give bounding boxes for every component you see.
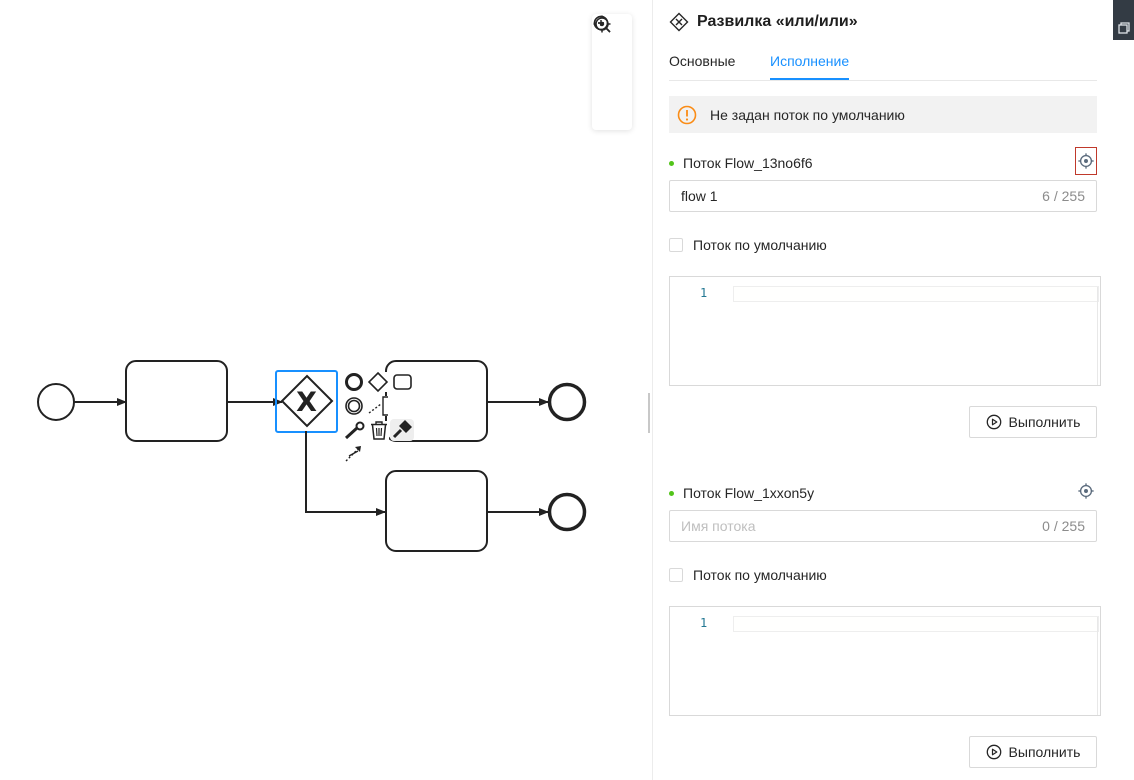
task-icon[interactable]: [393, 373, 413, 391]
tab-main[interactable]: Основные: [669, 53, 736, 69]
condition-code-editor[interactable]: 1: [669, 276, 1101, 386]
default-flow-label: Поток по умолчанию: [693, 567, 827, 583]
warning-icon: [677, 105, 697, 125]
locate-flow-button[interactable]: [1075, 477, 1097, 505]
flow-title: Поток Flow_1xxon5y: [683, 485, 815, 501]
editor-scrollbar[interactable]: [1097, 287, 1098, 385]
default-flow-checkbox-row[interactable]: Поток по умолчанию: [669, 235, 827, 255]
trash-icon[interactable]: [369, 421, 389, 441]
bpmn-diagram[interactable]: X: [0, 0, 652, 780]
crosshair-icon: [593, 15, 611, 33]
run-button-label: Выполнить: [1008, 744, 1081, 760]
flow-title: Поток Flow_13no6f6: [683, 155, 813, 171]
warning-text: Не задан поток по умолчанию: [710, 106, 905, 123]
default-flow-checkbox[interactable]: [669, 568, 683, 582]
editor-current-line[interactable]: [733, 616, 1099, 632]
start-event-icon[interactable]: [344, 372, 364, 392]
end-event[interactable]: [547, 382, 587, 422]
exclusive-gateway-icon: [669, 12, 689, 32]
gateway-marker: X: [296, 387, 317, 418]
editor-current-line[interactable]: [733, 286, 1099, 302]
start-event[interactable]: [37, 383, 75, 421]
run-button[interactable]: Выполнить: [969, 736, 1097, 768]
flow-header: Поток Flow_13no6f6: [669, 147, 1097, 175]
end-event[interactable]: [547, 492, 587, 532]
zoom-out-button[interactable]: [593, 15, 628, 88]
status-dot: [669, 160, 674, 166]
char-counter: 0 / 255: [1042, 518, 1085, 534]
tab-execution[interactable]: Исполнение: [770, 53, 850, 80]
exclusive-gateway[interactable]: [280, 374, 334, 428]
context-pad[interactable]: [343, 371, 414, 464]
zoom-controls: [592, 14, 632, 130]
connect-icon[interactable]: [343, 444, 365, 464]
flow-name-input[interactable]: [670, 511, 1032, 541]
default-flow-warning: Не задан поток по умолчанию: [669, 96, 1097, 133]
properties-panel: Развилка «или/или» Основные Исполнение Н…: [669, 0, 1101, 780]
panel-divider: [652, 0, 653, 780]
panel-title: Развилка «или/или»: [697, 13, 858, 30]
locate-flow-button[interactable]: [1075, 147, 1097, 175]
panel-resize-handle[interactable]: [648, 393, 650, 433]
panel-header: Развилка «или/или»: [669, 12, 858, 32]
sequence-flow-down[interactable]: [305, 431, 386, 516]
char-counter: 6 / 255: [1042, 188, 1085, 204]
panel-toggle-button[interactable]: [1113, 0, 1134, 40]
window-restore-icon: [1117, 22, 1130, 34]
panel-tabs: Основные Исполнение: [669, 50, 1097, 81]
line-number: 1: [700, 616, 708, 630]
run-button[interactable]: Выполнить: [969, 406, 1097, 438]
flow-header: Поток Flow_1xxon5y: [669, 483, 1097, 503]
condition-code-editor[interactable]: 1: [669, 606, 1101, 716]
editor-scrollbar[interactable]: [1097, 617, 1098, 715]
play-circle-icon: [986, 414, 1001, 430]
play-circle-icon: [986, 744, 1001, 760]
flow-name-field[interactable]: 6 / 255: [669, 180, 1097, 212]
gateway-icon[interactable]: [367, 371, 389, 393]
crosshair-icon: [1078, 483, 1094, 499]
run-button-label: Выполнить: [1008, 414, 1081, 430]
default-flow-checkbox[interactable]: [669, 238, 683, 252]
default-flow-label: Поток по умолчанию: [693, 237, 827, 253]
line-number: 1: [700, 286, 708, 300]
flow-name-input[interactable]: [670, 181, 1032, 211]
fit-view-button[interactable]: [593, 15, 628, 127]
annotation-icon[interactable]: [367, 396, 389, 416]
task-3[interactable]: [385, 470, 488, 552]
crosshair-icon: [1078, 153, 1094, 169]
default-flow-checkbox-row[interactable]: Поток по умолчанию: [669, 565, 827, 585]
task-1[interactable]: [125, 360, 228, 442]
flow-name-field[interactable]: 0 / 255: [669, 510, 1097, 542]
paint-icon[interactable]: [390, 419, 414, 441]
wrench-icon[interactable]: [343, 421, 365, 441]
status-dot: [669, 490, 674, 496]
intermediate-event-icon[interactable]: [344, 396, 364, 416]
bpmn-canvas[interactable]: X: [0, 0, 652, 780]
